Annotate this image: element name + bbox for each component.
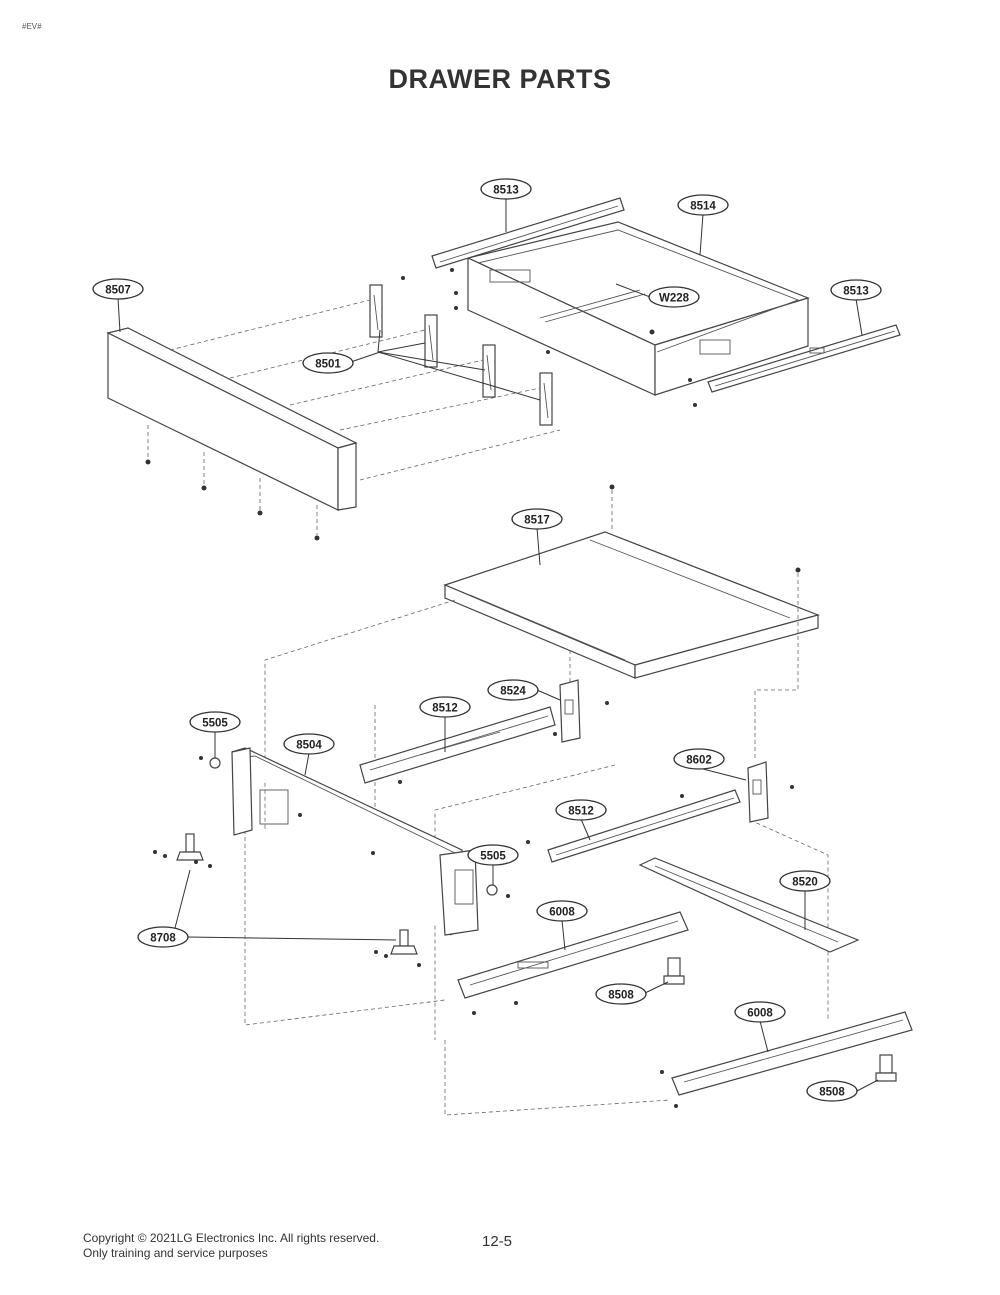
front-frame-8504 [231,747,479,936]
drawer-box-8514 [466,221,810,396]
label-6008-lower: 6008 [734,1001,786,1023]
label-8508-lower: 8508 [806,1080,858,1102]
label-8517-text: 8517 [524,515,550,527]
slide-rail-8512-upper [359,706,557,784]
side-rail-8513-right [707,324,901,393]
document-tag: #EV# [22,22,42,31]
label-8524: 8524 [487,679,539,701]
top-cover-8517 [443,484,820,679]
label-5505-right-text: 5505 [480,851,506,863]
label-5505-left-text: 5505 [202,718,228,730]
label-5505-left: 5505 [189,711,241,733]
label-5505-right: 5505 [467,844,519,866]
support-bar-8520 [638,857,860,953]
footer-note: Only training and service purposes [83,1246,268,1260]
label-8512-lower: 8512 [555,799,607,821]
label-8513-right: 8513 [830,279,882,301]
roller-rail-6008-upper [457,911,689,1015]
label-8514: 8514 [677,194,729,216]
slide-rail-8512-lower [526,789,741,863]
label-8508-upper-text: 8508 [608,990,634,1002]
label-8602-text: 8602 [686,755,712,767]
label-8507-text: 8507 [105,285,131,297]
label-8514-text: 8514 [690,201,716,213]
label-8508-upper: 8508 [595,983,647,1005]
leveling-legs-8708 [153,833,421,967]
bracket-8602 [747,761,794,823]
label-6008-upper-text: 6008 [549,907,575,919]
label-8708: 8708 [137,926,189,948]
label-8520: 8520 [779,870,831,892]
label-8708-text: 8708 [150,933,176,945]
label-8602: 8602 [673,748,725,770]
label-6008-lower-text: 6008 [747,1008,773,1020]
label-8517: 8517 [511,508,563,530]
label-8512-lower-text: 8512 [568,806,594,818]
label-8508-lower-text: 8508 [819,1087,845,1099]
label-8524-text: 8524 [500,686,526,698]
front-panel-8507 [106,327,358,511]
label-8504: 8504 [283,733,335,755]
label-8520-text: 8520 [792,877,818,889]
label-8513-top: 8513 [480,178,532,200]
footer-copyright: Copyright © 2021LG Electronics Inc. All … [83,1231,380,1245]
label-w228-text: W228 [659,293,690,305]
screws-upper [145,268,697,541]
label-8513-right-text: 8513 [843,286,869,298]
label-w228: W228 [648,286,700,308]
label-6008-upper: 6008 [536,900,588,922]
feet-8508 [663,957,897,1082]
grommets-5505 [199,756,510,898]
page-number: 12-5 [482,1233,513,1250]
label-8512-upper: 8512 [419,696,471,718]
page-title: DRAWER PARTS [388,64,612,94]
roller-rail-6008-lower [660,1011,913,1108]
label-8504-text: 8504 [296,740,322,752]
label-8512-upper-text: 8512 [432,703,458,715]
label-8501: 8501 [302,352,354,374]
footer-copyright-block: Copyright © 2021LG Electronics Inc. All … [83,1231,379,1261]
label-8513-top-text: 8513 [493,185,519,197]
bracket-8524 [559,679,609,743]
leader-lines [117,198,879,1092]
label-8507: 8507 [92,278,144,300]
side-rail-8513-top [431,197,625,269]
brackets-8501 [369,284,553,426]
label-8501-text: 8501 [315,359,341,371]
